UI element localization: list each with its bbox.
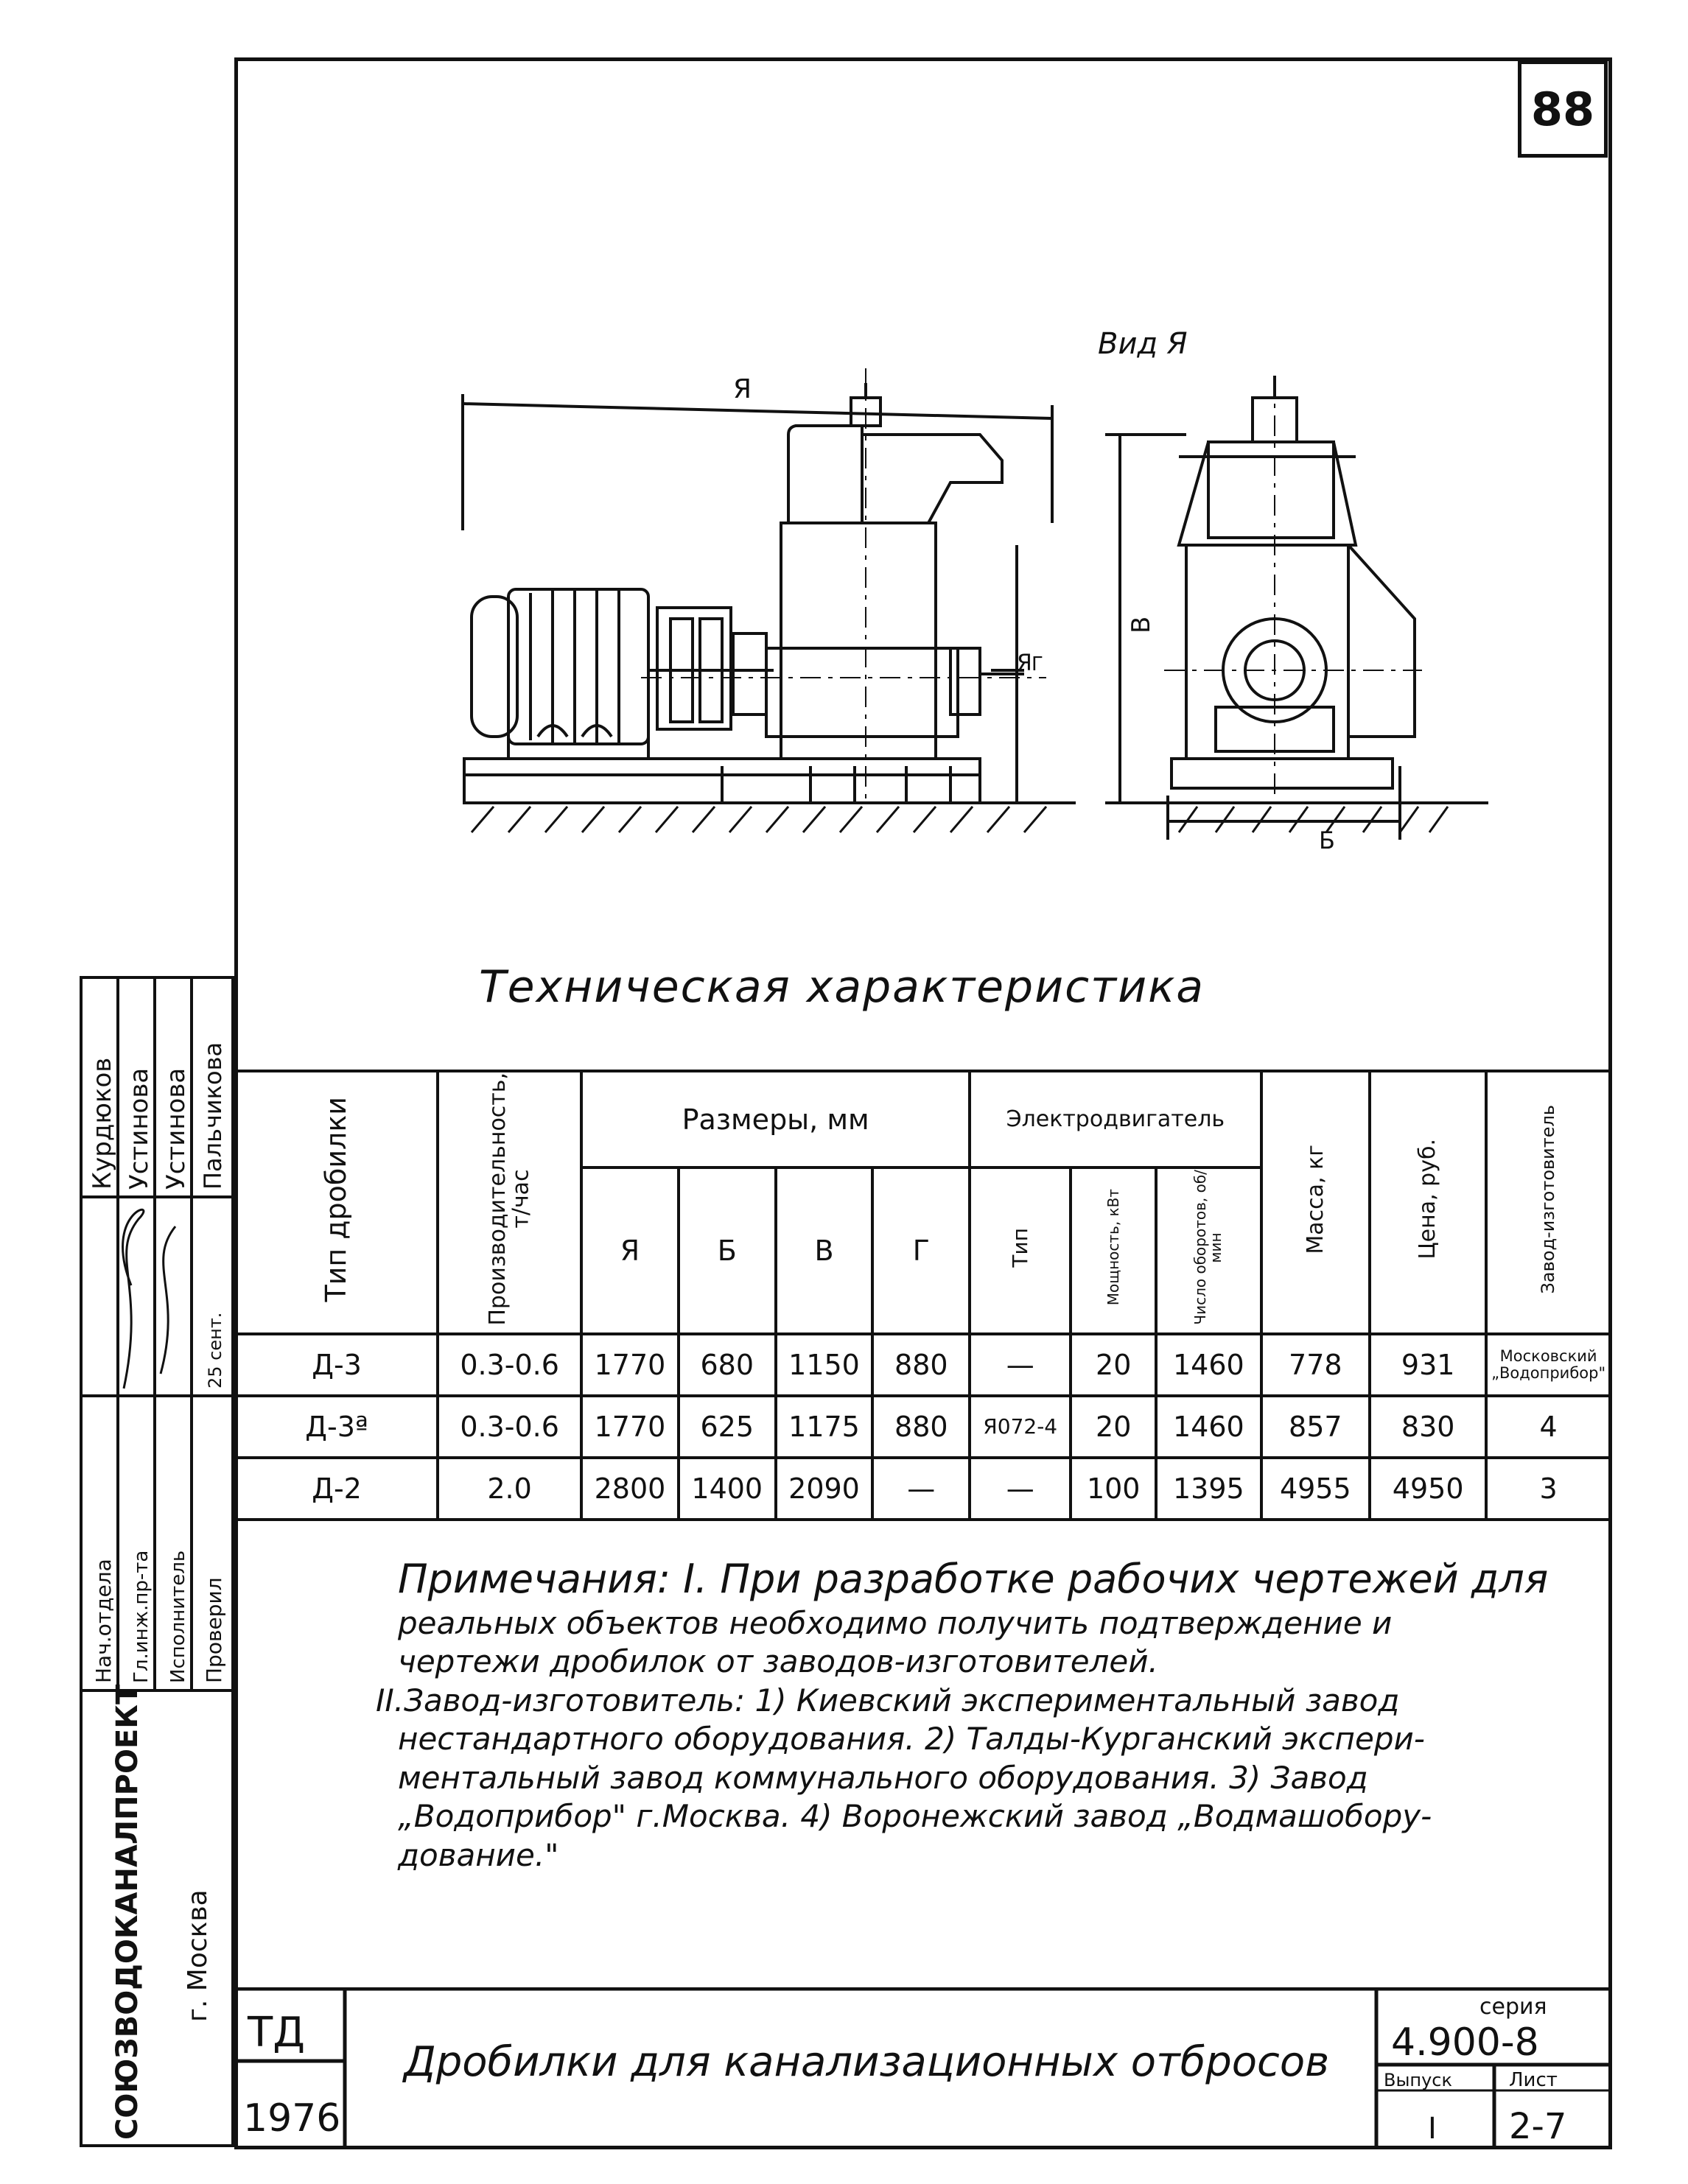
cell-b: 1400 — [676, 1456, 777, 1521]
cell-power: 20 — [1069, 1394, 1158, 1459]
cell-a: 2800 — [580, 1456, 680, 1521]
cell-mtype: Я072-4 — [968, 1394, 1073, 1459]
signature-strip: Курдюков Устинова Устинова Пальчикова 25… — [80, 976, 234, 2147]
dim-v-label: В — [1127, 617, 1156, 633]
cell-power: 20 — [1069, 1332, 1158, 1397]
sign-date: 25 сент. — [205, 1313, 225, 1388]
cell-rpm: 1460 — [1155, 1394, 1263, 1459]
hdr-sizes: Размеры, мм — [580, 1070, 972, 1169]
seria-value: 4.900-8 — [1391, 2020, 1539, 2065]
hdr-type: Тип дробилки — [320, 1096, 353, 1302]
hdr-motor-type: Тип — [1008, 1227, 1033, 1268]
spec-table: Тип дробилки Производительность, т/час Р… — [234, 1070, 1612, 1521]
cell-mtype: — — [968, 1332, 1073, 1397]
notes-block: Примечания: I. При разработке рабочих че… — [376, 1554, 1577, 1875]
notes-line: „Водоприбор" г.Москва. 4) Воронежский за… — [398, 1798, 1432, 1834]
cell-mass: 778 — [1259, 1332, 1372, 1397]
cell-price: 4950 — [1368, 1456, 1488, 1521]
notes-line: чертежи дробилок от заводов-изготовителе… — [398, 1643, 1158, 1679]
cell-b: 625 — [676, 1394, 777, 1459]
cell-maker: 3 — [1485, 1456, 1612, 1521]
view-label: Вид Я — [1098, 327, 1188, 361]
cell-rpm: 1395 — [1155, 1456, 1263, 1521]
title-stamp: ТД 1976 Дробилки для канализационных отб… — [234, 1987, 1612, 2148]
cell-cap: 2.0 — [436, 1456, 584, 1521]
signer-name: Курдюков — [88, 1058, 117, 1190]
table-row: Д-2 2.0 2800 1400 2090 — — 100 1395 4955… — [234, 1456, 1612, 1521]
signer-name: Устинова — [161, 1068, 191, 1190]
section-a-label: Я — [1017, 650, 1032, 676]
hdr-mass: Масса, кг — [1302, 1144, 1328, 1254]
notes-line: II.Завод-изготовитель: 1) Киевский экспе… — [376, 1682, 1400, 1718]
role-label: Исполнитель — [167, 1551, 189, 1683]
org-name: СОЮЗВОДОКАНАЛПРОЕКТ — [111, 1684, 144, 2140]
cell-g: — — [871, 1456, 972, 1521]
dim-g-label: Г — [1032, 653, 1043, 675]
signer-name: Пальчикова — [199, 1042, 227, 1190]
cell-v: 1175 — [774, 1394, 875, 1459]
signer-name: Устинова — [125, 1068, 154, 1190]
cell-b: 680 — [676, 1332, 777, 1397]
role-label: Гл.инж.пр-та — [130, 1551, 153, 1683]
seria-label: серия — [1479, 1994, 1547, 2020]
cell-type: Д-3ª — [234, 1394, 440, 1459]
hdr-rpm: Число оборотов, об/мин — [1191, 1170, 1225, 1325]
stamp-title: Дробилки для канализационных отбросов — [402, 2038, 1329, 2086]
crusher-drawing: Я Я Г В Б Вид Я — [461, 327, 1488, 854]
cell-g: 880 — [871, 1332, 972, 1397]
table-row: Д-3 0.3-0.6 1770 680 1150 880 — 20 1460 … — [234, 1332, 1612, 1397]
cell-maker: 4 — [1485, 1394, 1612, 1459]
page-number: 88 — [1518, 60, 1608, 158]
cell-a: 1770 — [580, 1332, 680, 1397]
hdr-maker: Завод-изготовитель — [1538, 1104, 1559, 1294]
stamp-td: ТД — [247, 2009, 305, 2057]
hdr-size-v: В — [774, 1166, 875, 1335]
dim-b-label: Б — [1319, 826, 1335, 854]
table-row: Д-3ª 0.3-0.6 1770 625 1175 880 Я072-4 20… — [234, 1394, 1612, 1459]
tech-title: Техническая характеристика — [479, 961, 1205, 1013]
hdr-size-b: Б — [676, 1166, 777, 1335]
cell-power: 100 — [1069, 1456, 1158, 1521]
vypusk-value: I — [1428, 2112, 1437, 2146]
notes-line: дование." — [398, 1836, 559, 1873]
cell-g: 880 — [871, 1394, 972, 1459]
hdr-power: Мощность, кВт — [1104, 1189, 1122, 1306]
hdr-motor: Электродвигатель — [968, 1070, 1263, 1169]
cell-mtype: — — [968, 1456, 1073, 1521]
cell-price: 830 — [1368, 1394, 1488, 1459]
list-label: Лист — [1509, 2069, 1558, 2091]
cell-price: 931 — [1368, 1332, 1488, 1397]
notes-line: нестандартного оборудования. 2) Талды-Ку… — [398, 1721, 1425, 1757]
cell-type: Д-3 — [234, 1332, 440, 1397]
org-city: г. Москва — [183, 1889, 213, 2022]
cell-type: Д-2 — [234, 1456, 440, 1521]
cell-rpm: 1460 — [1155, 1332, 1263, 1397]
hdr-price: Цена, руб. — [1415, 1138, 1441, 1260]
notes-line: Примечания: I. При разработке рабочих че… — [398, 1556, 1549, 1602]
hdr-capacity: Производительность, т/час — [485, 1072, 534, 1326]
list-value: 2-7 — [1509, 2106, 1566, 2147]
notes-line: реальных объектов необходимо получить по… — [398, 1604, 1393, 1641]
stamp-year: 1976 — [243, 2096, 340, 2141]
role-label: Проверил — [202, 1577, 226, 1683]
cell-maker: Московский „Водоприбор" — [1485, 1332, 1612, 1397]
hdr-size-g: Г — [871, 1166, 972, 1335]
cell-cap: 0.3-0.6 — [436, 1394, 584, 1459]
cell-v: 2090 — [774, 1456, 875, 1521]
cell-mass: 4955 — [1259, 1456, 1372, 1521]
notes-line: ментальный завод коммунального оборудова… — [398, 1759, 1368, 1796]
cell-v: 1150 — [774, 1332, 875, 1397]
cell-cap: 0.3-0.6 — [436, 1332, 584, 1397]
dim-a-label: Я — [733, 374, 752, 404]
hdr-size-a: Я — [580, 1166, 680, 1335]
cell-a: 1770 — [580, 1394, 680, 1459]
vypusk-label: Выпуск — [1384, 2070, 1452, 2090]
cell-mass: 857 — [1259, 1394, 1372, 1459]
role-label: Нач.отдела — [91, 1559, 116, 1683]
